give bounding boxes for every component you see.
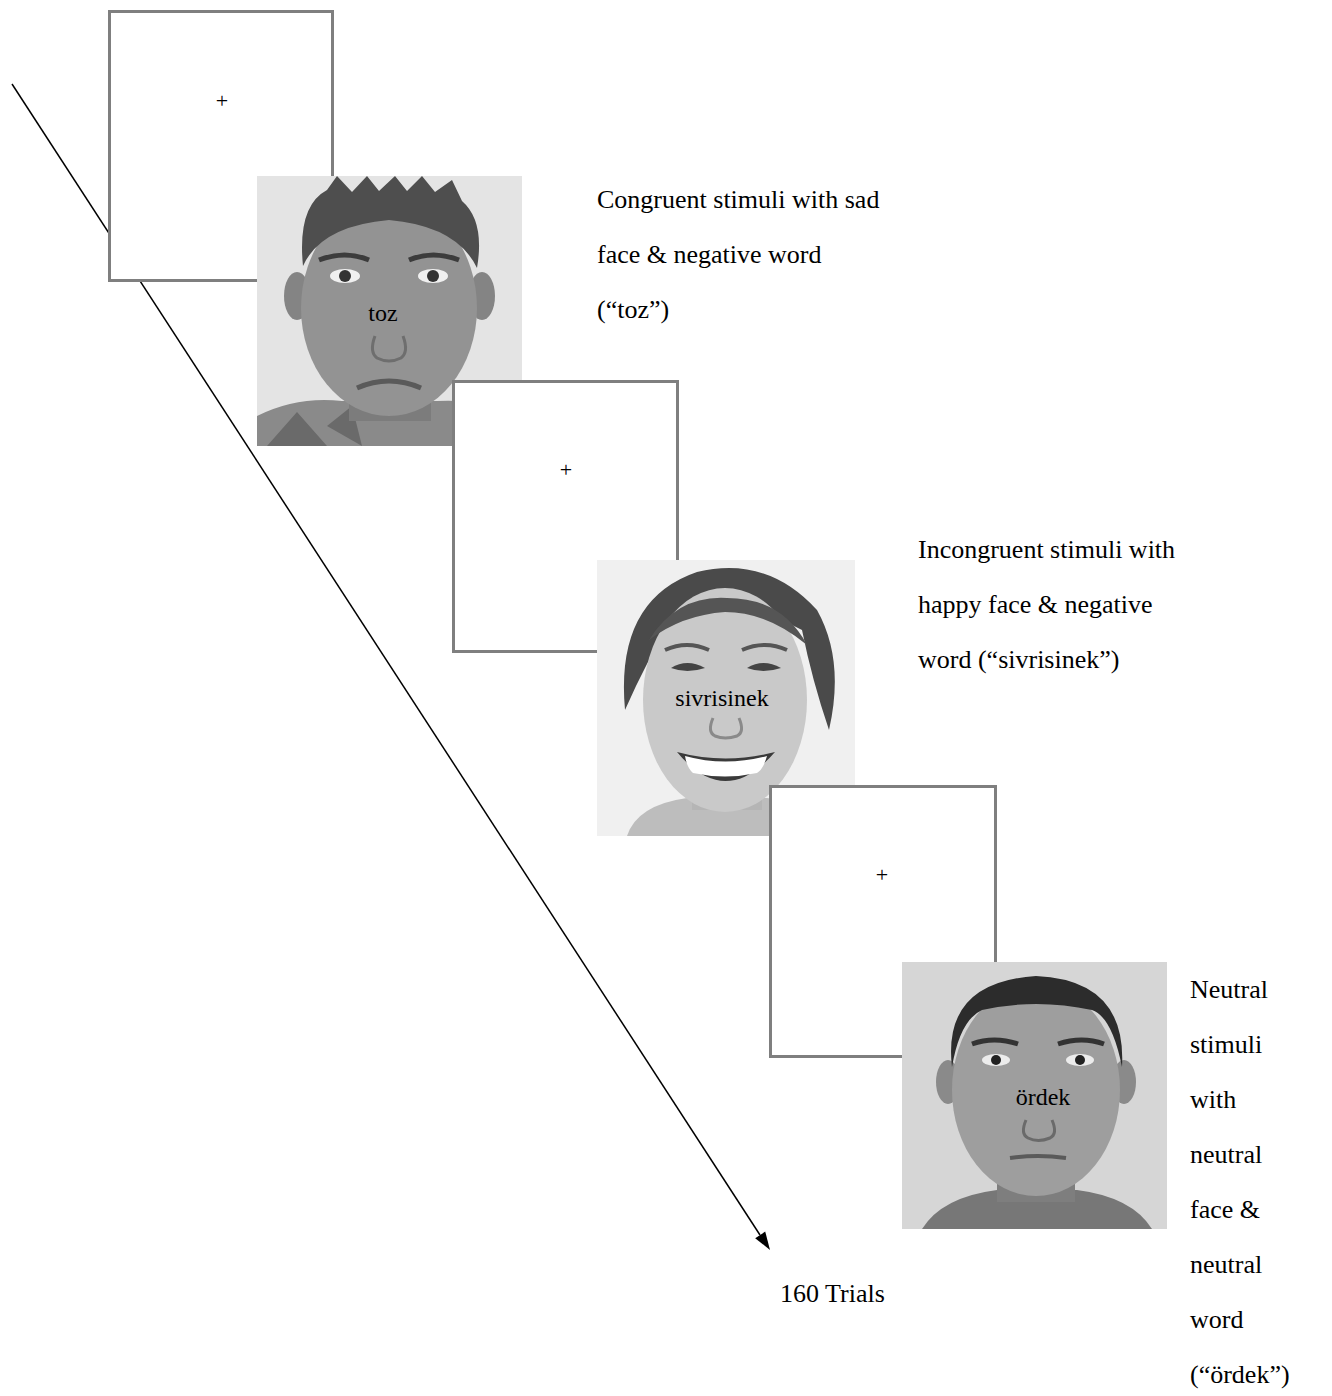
condition-caption: Congruent stimuli with sad face & negati… — [597, 172, 881, 337]
fixation-cross: + — [876, 864, 888, 886]
fixation-cross: + — [560, 459, 572, 481]
fixation-cross: + — [216, 90, 228, 112]
stimulus-word: sivrisinek — [675, 686, 768, 710]
stimulus-word: ördek — [1016, 1085, 1071, 1109]
trial-count: 160 Trials — [780, 1266, 980, 1321]
stimulus-word: toz — [368, 301, 397, 325]
face-stimulus: ördek — [902, 962, 1167, 1229]
arrow-head — [755, 1232, 770, 1250]
condition-caption: Neutral stimuli with neutral face & neut… — [1190, 962, 1302, 1396]
condition-caption: Incongruent stimuli with happy face & ne… — [918, 522, 1180, 687]
